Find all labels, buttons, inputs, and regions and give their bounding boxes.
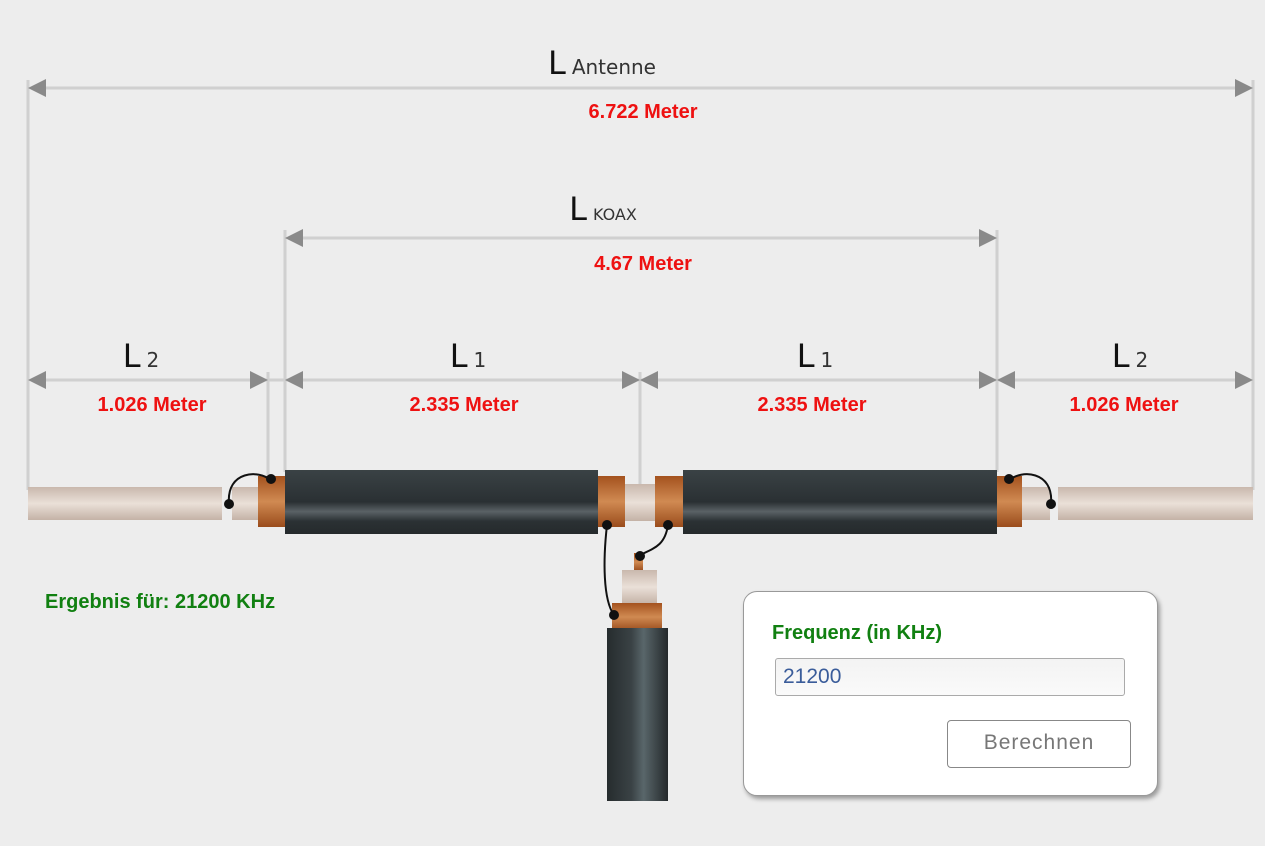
value-antenne: 6.722 Meter bbox=[588, 101, 698, 123]
value-l1-right: 2.335 Meter bbox=[757, 394, 867, 416]
label-main: L bbox=[1111, 337, 1130, 375]
label-main: L bbox=[569, 190, 587, 228]
frequency-form: Frequenz (in KHz) 21200 Berechnen bbox=[743, 591, 1158, 796]
frequency-input[interactable]: 21200 bbox=[775, 658, 1125, 696]
label-sub: 1 bbox=[473, 348, 487, 372]
label-l-koax: L KOAX bbox=[569, 190, 637, 228]
label-main: L bbox=[548, 44, 566, 82]
value-l1-left: 2.335 Meter bbox=[409, 394, 519, 416]
value-l2-right: 1.026 Meter bbox=[1069, 394, 1179, 416]
label-sub: Antenne bbox=[571, 55, 656, 79]
label-main: L bbox=[122, 337, 141, 375]
dimension-lines bbox=[26, 79, 1255, 490]
label-sub: 2 bbox=[146, 348, 160, 372]
value-l2-left: 1.026 Meter bbox=[97, 394, 207, 416]
calculate-button[interactable]: Berechnen bbox=[947, 720, 1131, 768]
label-main: L bbox=[449, 337, 468, 375]
cable-assembly bbox=[28, 470, 1253, 801]
value-koax: 4.67 Meter bbox=[594, 253, 692, 275]
label-main: L bbox=[796, 337, 815, 375]
result-text: Ergebnis für: 21200 KHz bbox=[45, 591, 276, 613]
frequency-label: Frequenz (in KHz) bbox=[772, 622, 942, 644]
label-sub: KOAX bbox=[592, 205, 637, 224]
label-sub: 1 bbox=[820, 348, 834, 372]
label-sub: 2 bbox=[1135, 348, 1149, 372]
